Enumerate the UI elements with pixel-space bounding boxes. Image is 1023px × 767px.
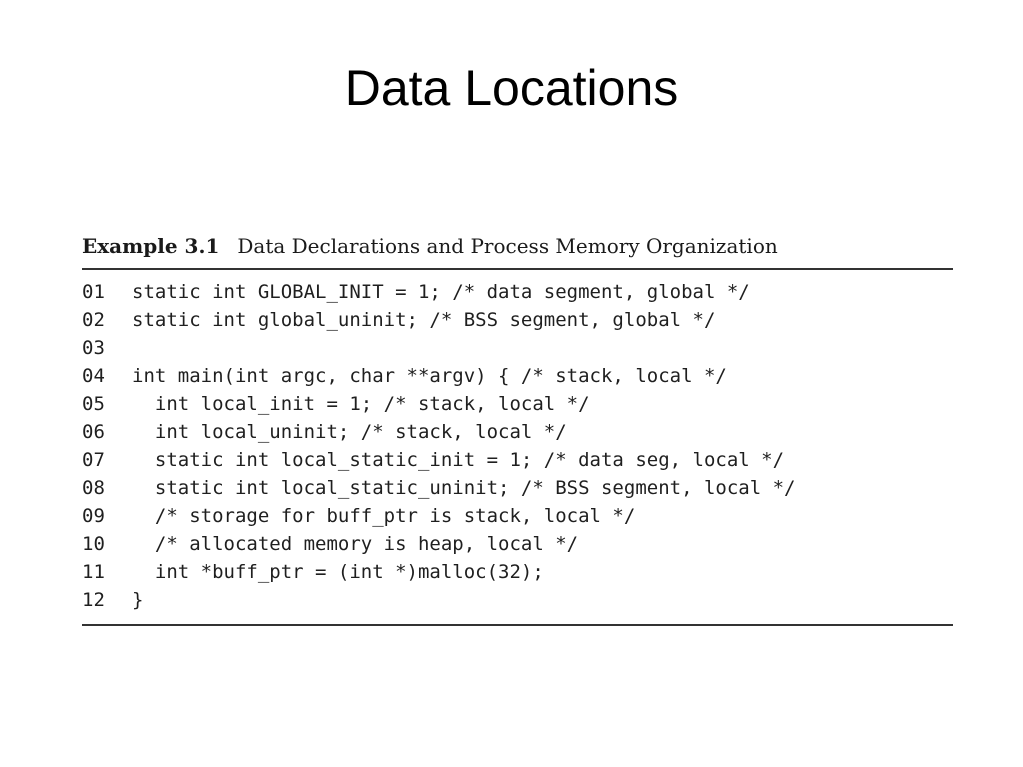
code-line: 08 static int local_static_uninit; /* BS… — [82, 474, 953, 502]
code-line: 09 /* storage for buff_ptr is stack, loc… — [82, 502, 953, 530]
code-line: 02 static int global_uninit; /* BSS segme… — [82, 306, 953, 334]
line-number: 09 — [82, 505, 105, 527]
code-text: static int GLOBAL_INIT = 1; /* data segm… — [132, 281, 750, 303]
line-number: 05 — [82, 393, 105, 415]
line-number: 07 — [82, 449, 105, 471]
line-number: 12 — [82, 589, 105, 611]
example-caption: Data Declarations and Process Memory Org… — [237, 234, 778, 258]
code-text: /* storage for buff_ptr is stack, local … — [132, 505, 636, 527]
code-text: int main(int argc, char **argv) { /* sta… — [132, 365, 727, 387]
line-number: 04 — [82, 365, 105, 387]
code-line: 12} — [82, 586, 953, 614]
code-line: 11 int *buff_ptr = (int *)malloc(32); — [82, 558, 953, 586]
code-line: 03 — [82, 334, 953, 362]
line-number: 06 — [82, 421, 105, 443]
bottom-rule-divider — [82, 624, 953, 626]
line-number: 11 — [82, 561, 105, 583]
code-line: 07 static int local_static_init = 1; /* … — [82, 446, 953, 474]
code-text: static int local_static_init = 1; /* dat… — [132, 449, 785, 471]
code-line: 04 int main(int argc, char **argv) { /* s… — [82, 362, 953, 390]
line-number: 02 — [82, 309, 105, 331]
code-text: int local_uninit; /* stack, local */ — [132, 421, 567, 443]
line-number: 08 — [82, 477, 105, 499]
code-text: static int local_static_uninit; /* BSS s… — [132, 477, 796, 499]
code-line: 10 /* allocated memory is heap, local */ — [82, 530, 953, 558]
code-text: int *buff_ptr = (int *)malloc(32); — [132, 561, 544, 583]
example-label: Example 3.1 — [82, 234, 220, 258]
code-text: } — [132, 589, 144, 611]
code-line: 05 int local_init = 1; /* stack, local *… — [82, 390, 953, 418]
top-rule-divider — [82, 268, 953, 270]
line-number: 03 — [82, 337, 105, 359]
line-number: 10 — [82, 533, 105, 555]
slide-title: Data Locations — [344, 60, 679, 116]
code-line: 01 static int GLOBAL_INIT = 1; /* data se… — [82, 278, 953, 306]
code-text: int local_init = 1; /* stack, local */ — [132, 393, 590, 415]
code-text: static int global_uninit; /* BSS segment… — [132, 309, 716, 331]
code-text: /* allocated memory is heap, local */ — [132, 533, 579, 555]
line-number: 01 — [82, 281, 105, 303]
code-example-figure: Example 3.1 Data Declarations and Process… — [82, 234, 953, 626]
code-line: 06 int local_uninit; /* stack, local */ — [82, 418, 953, 446]
example-header: Example 3.1 Data Declarations and Process… — [82, 234, 953, 268]
code-listing: 01 static int GLOBAL_INIT = 1; /* data se… — [82, 270, 953, 624]
